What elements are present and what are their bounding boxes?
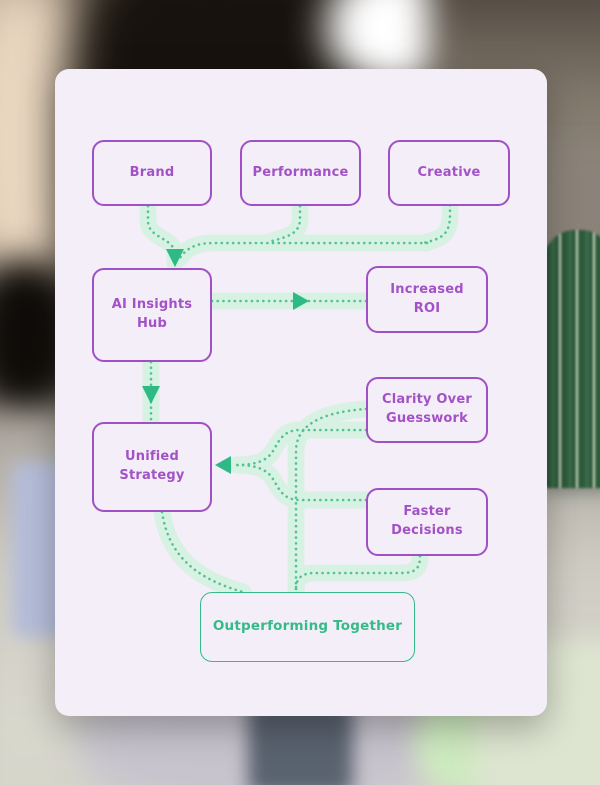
node-faster-decisions: Faster Decisions: [366, 488, 488, 556]
node-creative-label: Creative: [417, 164, 481, 180]
arrow-into-unified-top: [142, 386, 160, 404]
node-performance-label: Performance: [252, 164, 349, 180]
flowchart-card: Brand Performance Creative AI Insights H…: [55, 69, 547, 716]
cactus-vase: [542, 230, 600, 488]
node-faster-decisions-label: Faster Decisions: [391, 504, 463, 538]
node-increased-roi: Increased ROI: [366, 266, 488, 333]
node-unified-strategy: Unified Strategy: [92, 422, 212, 512]
node-outperforming-together: Outperforming Together: [200, 592, 415, 662]
node-outperforming-together-label: Outperforming Together: [212, 618, 403, 635]
node-brand-label: Brand: [129, 164, 175, 180]
arrow-into-hub: [166, 249, 184, 267]
node-performance: Performance: [240, 140, 361, 206]
node-brand: Brand: [92, 140, 212, 206]
node-ai-insights-hub: AI Insights Hub: [92, 268, 212, 362]
arrow-into-roi: [293, 292, 309, 310]
node-ai-insights-hub-label: AI Insights Hub: [111, 297, 193, 331]
node-creative: Creative: [388, 140, 510, 206]
node-clarity-over-guesswork: Clarity Over Guesswork: [366, 377, 488, 443]
arrow-into-unified-right: [215, 456, 231, 474]
node-increased-roi-label: Increased ROI: [390, 281, 464, 316]
connector-lines: [139, 196, 459, 601]
node-clarity-over-guesswork-label: Clarity Over Guesswork: [381, 392, 472, 426]
node-unified-strategy-label: Unified Strategy: [119, 449, 185, 483]
